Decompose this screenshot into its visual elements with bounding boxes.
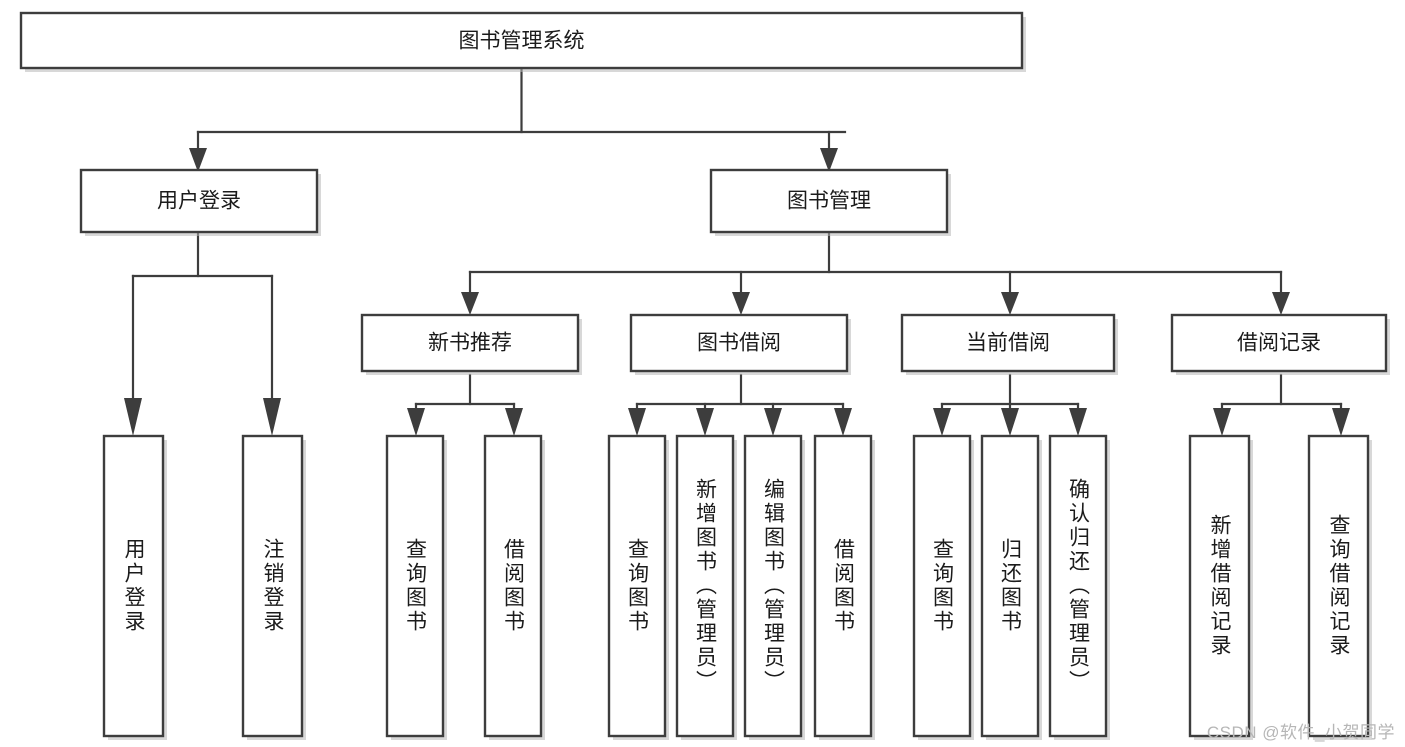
- node-leaf-borrow-book-2-box[interactable]: [813, 434, 873, 738]
- arrowhead-user-login: [189, 148, 207, 172]
- arrowhead-borrow-record: [1272, 292, 1290, 315]
- node-new-book-recommend-label: 新书推荐: [428, 332, 512, 355]
- node-root-box[interactable]: [19, 11, 1024, 70]
- arrowhead-leaf-logout-login: [263, 398, 281, 436]
- node-book-borrow-label: 图书借阅: [697, 332, 781, 355]
- node-current-borrow-box[interactable]: [900, 313, 1116, 373]
- arrowhead-leaf-borrow-book-1: [505, 408, 523, 436]
- arrowhead-leaf-query-book-2: [628, 408, 646, 436]
- arrowhead-current-borrow: [1001, 292, 1019, 315]
- node-leaf-return-book-box[interactable]: [980, 434, 1040, 738]
- connector-layer: [124, 66, 1350, 436]
- node-book-management-label: 图书管理: [787, 190, 871, 213]
- arrowhead-leaf-query-book-3: [933, 408, 951, 436]
- arrowhead-leaf-query-book-1: [407, 408, 425, 436]
- node-book-management-box[interactable]: [709, 168, 949, 234]
- node-borrow-record-box[interactable]: [1170, 313, 1388, 373]
- arrowhead-leaf-query-record: [1332, 408, 1350, 436]
- arrowhead-leaf-add-book: [696, 408, 714, 436]
- node-leaf-query-book-1-box[interactable]: [385, 434, 445, 738]
- node-current-borrow-label: 当前借阅: [966, 332, 1050, 355]
- node-new-book-recommend-box[interactable]: [360, 313, 580, 373]
- arrowhead-leaf-edit-book: [764, 408, 782, 436]
- node-leaf-logout-login-box[interactable]: [241, 434, 304, 738]
- node-layer: 图书管理系统 用户登录 图书管理 新书推荐 图书借阅 当前借阅 借阅记录: [19, 11, 1390, 740]
- node-leaf-query-book-3-box[interactable]: [912, 434, 972, 738]
- node-user-login-box[interactable]: [79, 168, 319, 234]
- node-leaf-add-record-box[interactable]: [1188, 434, 1251, 738]
- node-leaf-edit-book-box[interactable]: [743, 434, 803, 738]
- arrowhead-book-borrow: [732, 292, 750, 315]
- node-root-label: 图书管理系统: [459, 30, 585, 53]
- arrowhead-leaf-borrow-book-2: [834, 408, 852, 436]
- node-borrow-record-label: 借阅记录: [1237, 332, 1321, 355]
- node-leaf-borrow-book-1-box[interactable]: [483, 434, 543, 738]
- node-user-login-label: 用户登录: [157, 190, 241, 213]
- arrowhead-leaf-user-login: [124, 398, 142, 436]
- arrowhead-new-book-recommend: [461, 292, 479, 315]
- arrowhead-leaf-confirm-return: [1069, 408, 1087, 436]
- node-leaf-user-login-box[interactable]: [102, 434, 165, 738]
- node-book-borrow-box[interactable]: [629, 313, 849, 373]
- node-leaf-add-book-box[interactable]: [675, 434, 735, 738]
- arrowhead-leaf-return-book: [1001, 408, 1019, 436]
- arrowhead-leaf-add-record: [1213, 408, 1231, 436]
- node-leaf-query-book-2-box[interactable]: [607, 434, 667, 738]
- csdn-watermark: CSDN @软件_小贺同学: [1206, 723, 1395, 742]
- node-leaf-query-record-box[interactable]: [1307, 434, 1370, 738]
- node-leaf-confirm-return-box[interactable]: [1048, 434, 1108, 738]
- arrowhead-book-management: [820, 148, 838, 172]
